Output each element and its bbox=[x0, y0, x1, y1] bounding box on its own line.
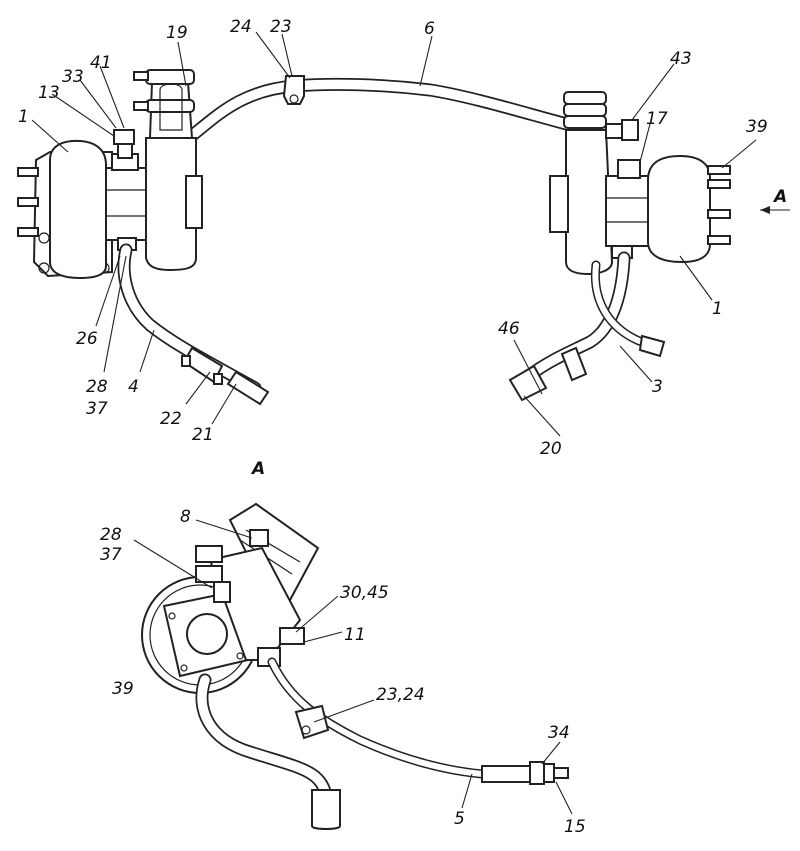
callout-30-45: 30,45 bbox=[340, 583, 389, 603]
callout-22: 22 bbox=[160, 409, 182, 429]
callout-34: 34 bbox=[548, 723, 570, 743]
callout-37-top: 37 bbox=[86, 399, 108, 419]
callout-15: 15 bbox=[564, 817, 586, 837]
right-turbocharger bbox=[549, 91, 731, 276]
callout-46: 46 bbox=[498, 319, 520, 339]
callout-33: 33 bbox=[62, 67, 84, 87]
callout-41: 41 bbox=[90, 53, 112, 73]
callout-19: 19 bbox=[166, 23, 188, 43]
view-direction-arrow bbox=[760, 206, 790, 214]
view-a-pipe-clamp-23-24 bbox=[294, 704, 330, 740]
callout-11: 11 bbox=[344, 625, 366, 645]
callout-43: 43 bbox=[670, 49, 692, 69]
oil-drain-pipe-3 bbox=[508, 251, 666, 402]
callout-26: 26 bbox=[76, 329, 98, 349]
oil-drain-pipe-4 bbox=[117, 243, 270, 406]
callout-1-right: 1 bbox=[712, 299, 723, 319]
callout-4: 4 bbox=[128, 377, 139, 397]
callout-20: 20 bbox=[540, 439, 562, 459]
callout-37-bottom: 37 bbox=[100, 545, 122, 565]
left-turbocharger bbox=[17, 69, 203, 280]
callout-13: 13 bbox=[38, 83, 60, 103]
leader-lines bbox=[31, 31, 757, 815]
view-a-drain-pipe bbox=[195, 673, 341, 830]
pipe-clamp-23 bbox=[282, 75, 305, 105]
callout-24: 24 bbox=[230, 17, 252, 37]
callout-21: 21 bbox=[192, 425, 214, 445]
callout-28-top: 28 bbox=[86, 377, 108, 397]
callout-23-24: 23,24 bbox=[376, 685, 425, 705]
oil-supply-pipe-6 bbox=[183, 77, 597, 144]
callout-8: 8 bbox=[180, 507, 191, 527]
callout-23: 23 bbox=[270, 17, 292, 37]
callout-17: 17 bbox=[646, 109, 668, 129]
callout-1-left: 1 bbox=[18, 107, 29, 127]
pipe-clamp-46 bbox=[560, 346, 588, 382]
pipe-clamp-22 bbox=[181, 346, 224, 385]
view-a-supply-pipe-5 bbox=[267, 657, 569, 785]
view-a-turbocharger bbox=[141, 502, 320, 694]
callout-39-top: 39 bbox=[746, 117, 768, 137]
callout-28-bottom: 28 bbox=[100, 525, 122, 545]
callout-3: 3 bbox=[652, 377, 663, 397]
callout-6: 6 bbox=[424, 19, 435, 39]
callout-39-bottom: 39 bbox=[112, 679, 134, 699]
callout-5: 5 bbox=[454, 809, 465, 829]
view-a-title: A bbox=[250, 459, 265, 479]
arrow-label-a: A bbox=[772, 187, 787, 207]
